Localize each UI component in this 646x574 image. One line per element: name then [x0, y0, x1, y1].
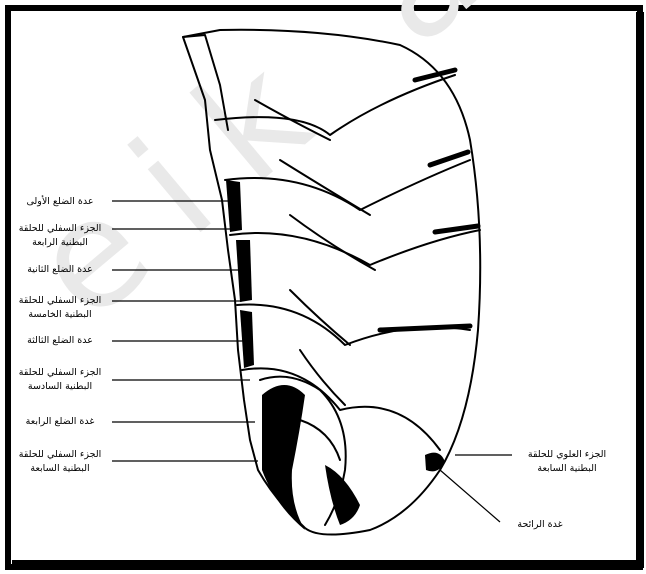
lateral-plate-2	[236, 240, 252, 302]
spiracle-bar-4	[380, 326, 470, 330]
label-sixth-lumbar-lower-part: الجزء السفلي للحلقة البطنية السادسة	[8, 366, 112, 394]
label-first-rib-head: عدة الضلع الأولى	[8, 195, 112, 209]
leader-line-right-2	[440, 470, 500, 522]
label-third-rib-head: عدة الضلع الثالثة	[8, 334, 112, 348]
dark-lobe	[262, 385, 305, 530]
rib-branch-5	[300, 350, 345, 405]
label-fifth-lumbar-lower-part: الجزء السفلي للحلقة البطنية الخامسة	[8, 294, 112, 322]
label-seventh-lumbar-upper-part: الجزء العلوي للحلقة البطنية السابعة	[512, 448, 622, 476]
label-fourth-lumbar-lower-part: الجزء السفلي للحلقة البطنية الرابعة	[8, 222, 112, 250]
segment-line-3	[230, 230, 480, 265]
label-fourth-rib-head: غدة الضلع الرابعة	[8, 415, 112, 429]
rib-branch-1	[255, 100, 330, 140]
rib-branch-3	[290, 215, 375, 270]
label-scent-gland: غدة الرائحة	[500, 518, 580, 532]
lateral-plate-1	[226, 180, 242, 232]
rib-branch-2	[280, 160, 370, 215]
rib-branch-4	[290, 290, 350, 345]
label-seventh-lumbar-lower-part: الجزء السفلي للحلقة البطنية السابعة	[8, 448, 112, 476]
lateral-plate-3	[240, 310, 254, 368]
segment-line-1	[215, 75, 455, 135]
label-second-rib-head: عدة الضلع الثانية	[8, 263, 112, 277]
dorsal-strip	[183, 35, 228, 130]
segment-line-4	[237, 305, 470, 346]
spiracle-bar-1	[415, 70, 455, 80]
inner-contour-2	[300, 420, 340, 460]
